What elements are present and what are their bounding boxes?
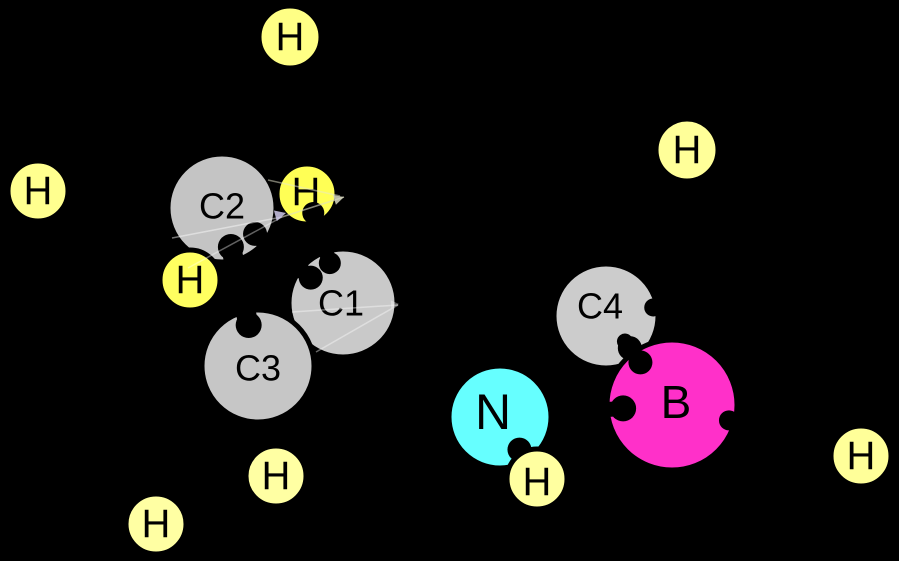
atom-label-C3: C3: [235, 348, 281, 389]
atom-label-B: B: [661, 376, 692, 428]
bond-stem: [589, 400, 631, 418]
atom-label-H2: H: [24, 169, 53, 213]
atom-label-H1: H: [276, 15, 305, 59]
bond-stem: [305, 205, 328, 242]
atom-B[interactable]: B: [589, 333, 751, 473]
atom-circle-H8[interactable]: [243, 443, 309, 509]
vector-line: [171, 216, 283, 239]
atom-H2[interactable]: H: [5, 158, 71, 224]
bond-stem: [616, 333, 649, 371]
atom-circle-H5[interactable]: [653, 116, 721, 184]
atom-label-H7: H: [142, 502, 171, 546]
atom-label-C2: C2: [199, 186, 245, 227]
atom-label-H4: H: [176, 258, 205, 302]
atom-label-C1: C1: [318, 283, 364, 324]
atom-C3[interactable]: C3: [199, 277, 317, 425]
atom-H6[interactable]: H: [504, 446, 570, 512]
vector-line: [315, 304, 399, 353]
atom-circle-H1[interactable]: [256, 3, 324, 71]
atom-label-H3: H: [292, 170, 321, 214]
bond-stem: [647, 299, 672, 314]
bond-stem: [722, 413, 751, 432]
atom-circle-C3[interactable]: [199, 307, 317, 425]
atom-C1[interactable]: C1: [279, 230, 400, 360]
bond-stem: [246, 225, 284, 259]
vector-arrowhead: [332, 195, 344, 205]
atom-circle-H2[interactable]: [5, 158, 71, 224]
bond-stem: [279, 251, 319, 286]
atom-H4[interactable]: H: [157, 247, 223, 313]
atom-circle-H6[interactable]: [504, 446, 570, 512]
atom-H8[interactable]: H: [243, 443, 309, 509]
atom-H9[interactable]: H: [828, 423, 894, 489]
atom-label-H6: H: [523, 460, 552, 504]
atom-label-H9: H: [847, 434, 876, 478]
atom-label-H5: H: [673, 128, 702, 172]
atom-N[interactable]: N: [446, 363, 554, 486]
atom-C2[interactable]: C2: [165, 151, 284, 295]
vector-line: [187, 216, 283, 269]
vector-arrowhead: [390, 300, 399, 309]
vector-line: [291, 304, 399, 313]
atom-circle-H7[interactable]: [123, 491, 189, 557]
bond-stem: [314, 230, 338, 271]
atom-label-H8: H: [262, 454, 291, 498]
bond-stem: [220, 237, 250, 295]
atom-H7[interactable]: H: [123, 491, 189, 557]
atom-circle-H4[interactable]: [157, 247, 223, 313]
atom-H1[interactable]: H: [256, 3, 324, 71]
atom-label-C4: C4: [577, 286, 623, 327]
bond-stem: [230, 277, 259, 336]
atom-H3[interactable]: H: [274, 161, 340, 242]
vector-arrowhead: [273, 210, 286, 222]
vector-line: [281, 196, 345, 218]
atom-label-N: N: [475, 384, 511, 440]
atom-circle-H9[interactable]: [828, 423, 894, 489]
atom-H5[interactable]: H: [653, 116, 721, 184]
vector-line: [267, 179, 341, 197]
